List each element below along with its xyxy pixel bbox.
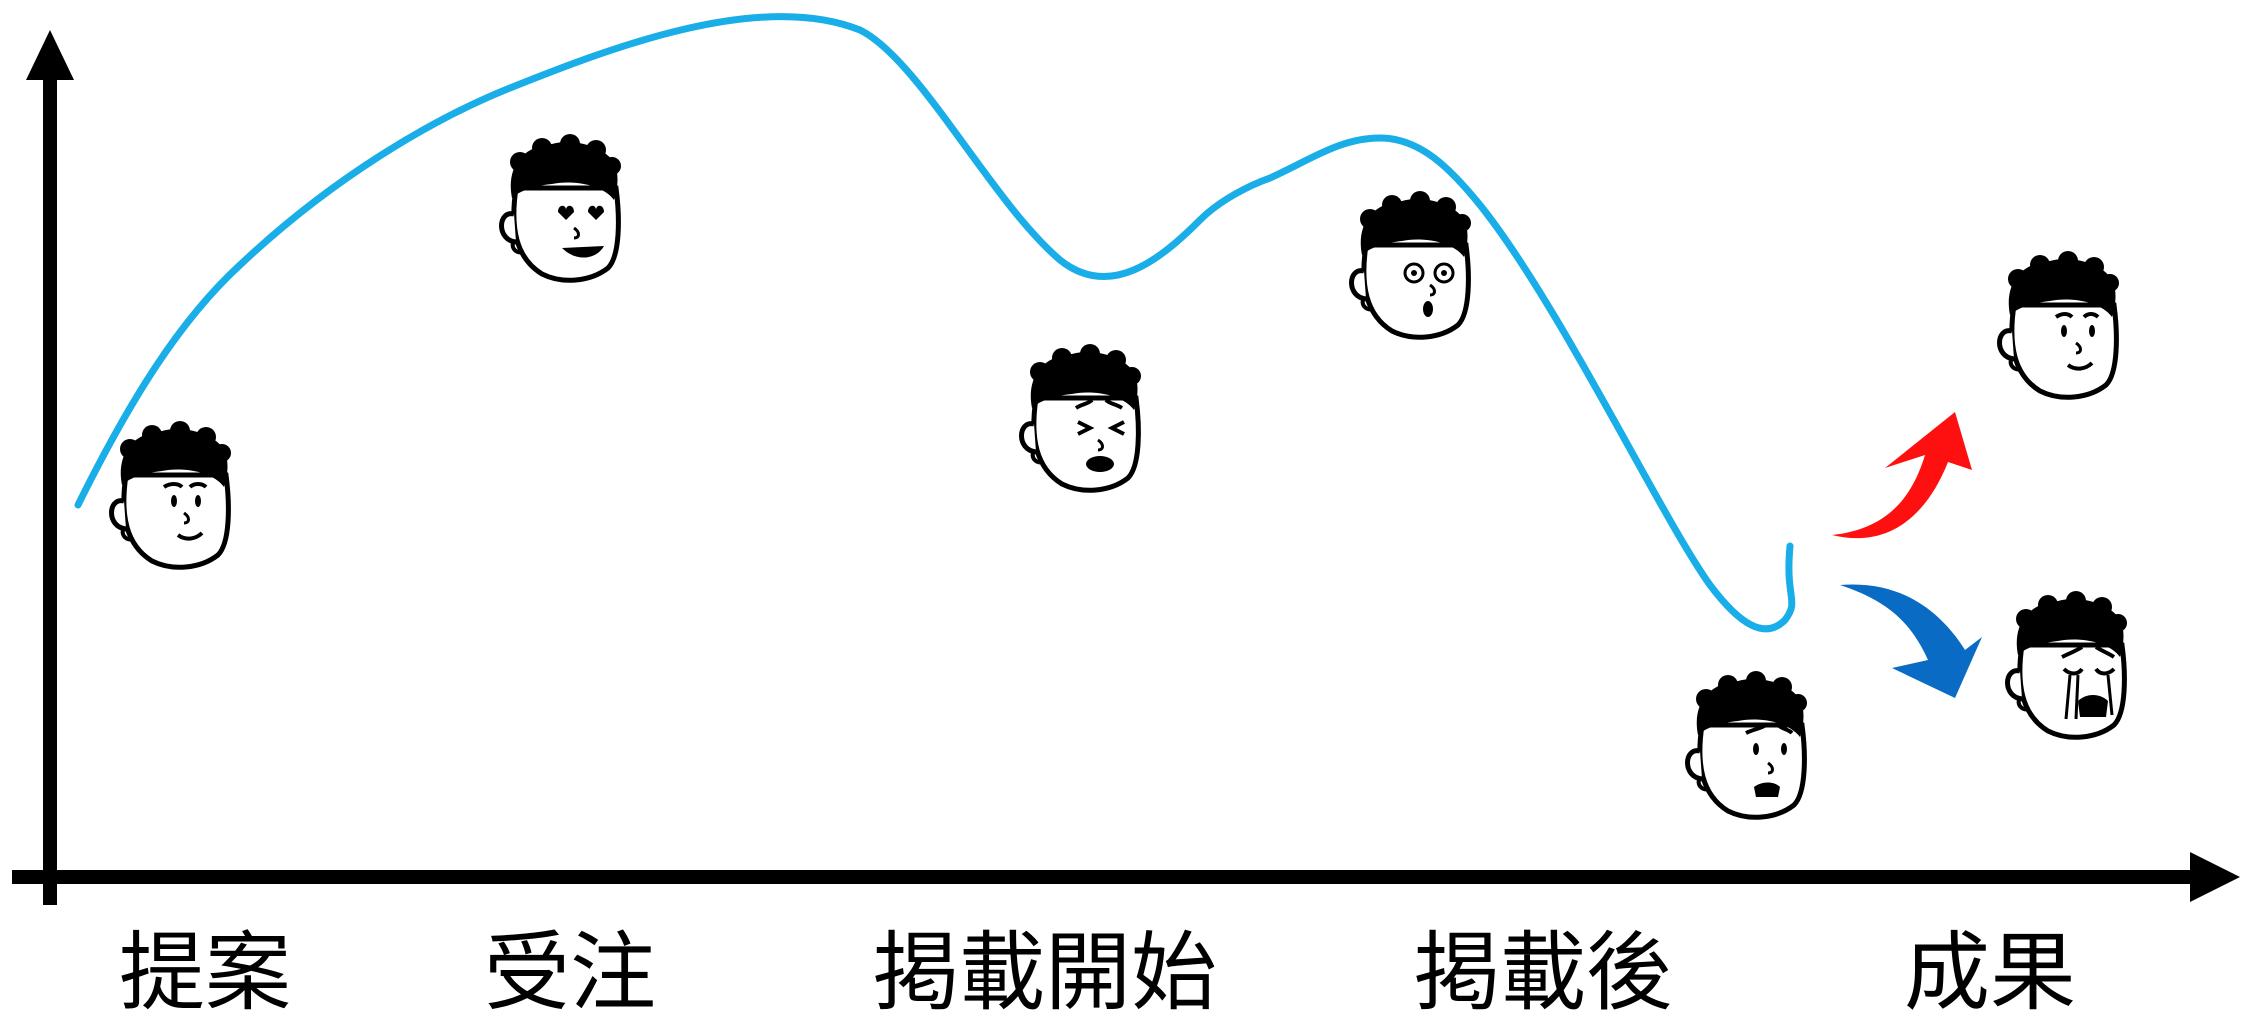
stage-label-post-launch: 掲載後: [1414, 923, 1672, 1023]
face-result-crying-icon: [2008, 591, 2128, 737]
outcome-arrows: [1832, 412, 1982, 698]
arrow-down-icon: [1840, 584, 1982, 698]
stage-label-result: 成果: [1904, 923, 2076, 1023]
face-order-love-icon: [502, 134, 622, 280]
y-axis-arrowhead: [26, 30, 74, 80]
emotion-curve: [74, 13, 1796, 633]
face-result-happy-icon: [2000, 251, 2120, 397]
stage-label-proposal: 提案: [119, 923, 291, 1023]
stage-label-order: 受注: [484, 923, 656, 1023]
face-bottom-anxious-icon: [1688, 671, 1808, 817]
face-proposal-neutral-icon: [112, 421, 232, 567]
face-post-surprised-icon: [1352, 191, 1472, 337]
face-launch-worried-icon: [1022, 344, 1142, 490]
arrow-up-icon: [1832, 412, 1972, 539]
axes: [12, 30, 2240, 905]
x-axis-arrowhead: [2190, 852, 2240, 902]
stage-label-launch: 掲載開始: [873, 923, 1217, 1023]
